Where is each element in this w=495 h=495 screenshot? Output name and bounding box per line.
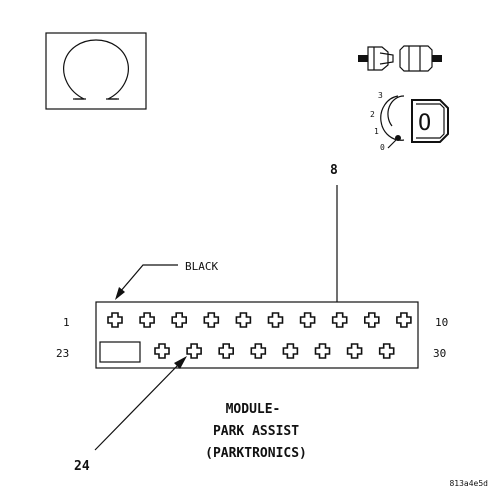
pin-row-top: [107, 312, 412, 328]
module-name-line1: MODULE-: [226, 402, 281, 417]
ignition-pos-2: 2: [370, 110, 375, 119]
pin-cavity: [235, 312, 252, 328]
key-letter: O: [418, 111, 431, 136]
disconnected-connector-icon: [358, 45, 442, 72]
ohmmeter-icon: [45, 32, 147, 110]
color-label-leader: [115, 264, 178, 300]
connector-color-label: BLACK: [185, 260, 218, 273]
ignition-pos-0: 0: [380, 143, 385, 152]
pin-cavity: [250, 343, 267, 359]
pin-cavity: [171, 312, 187, 328]
ignition-pos-1: 1: [374, 127, 379, 136]
pin-cavity: [107, 312, 123, 328]
blank-cavity-block: [99, 341, 141, 363]
row-top-start-label: 1: [63, 316, 70, 329]
module-name-line2: PARK ASSIST: [213, 424, 299, 439]
pin-row-bottom: [154, 343, 395, 359]
pin-cavity: [331, 312, 348, 328]
pin-cavity: [139, 312, 155, 328]
row-bottom-start-label: 23: [56, 347, 69, 360]
pin-cavity: [378, 343, 395, 359]
pin-cavity: [218, 343, 234, 359]
figure-code: 813a4e5d: [449, 479, 488, 488]
row-top-end-label: 10: [435, 316, 448, 329]
pin-cavity: [346, 343, 363, 359]
callout-arrow-pin-8: [332, 185, 342, 318]
pin-cavity: [267, 312, 284, 328]
pin-cavity: [203, 312, 220, 328]
pin-cavity: [396, 312, 412, 328]
pin-cavity: [314, 343, 331, 359]
module-name-line3: (PARKTRONICS): [205, 446, 307, 461]
pin-cavity: [364, 312, 380, 328]
pin-cavity: [186, 343, 202, 359]
ignition-pos-3: 3: [378, 91, 383, 100]
callout-pin-24: 24: [74, 459, 90, 474]
callout-arrow-pin-24: [94, 356, 187, 451]
pin-cavity: [154, 343, 170, 359]
pin-cavity: [282, 343, 299, 359]
ignition-off-icon: 3 2 1 0 O: [370, 91, 449, 152]
callout-pin-8: 8: [330, 163, 338, 178]
pin-cavity: [299, 312, 316, 328]
row-bottom-end-label: 30: [433, 347, 446, 360]
